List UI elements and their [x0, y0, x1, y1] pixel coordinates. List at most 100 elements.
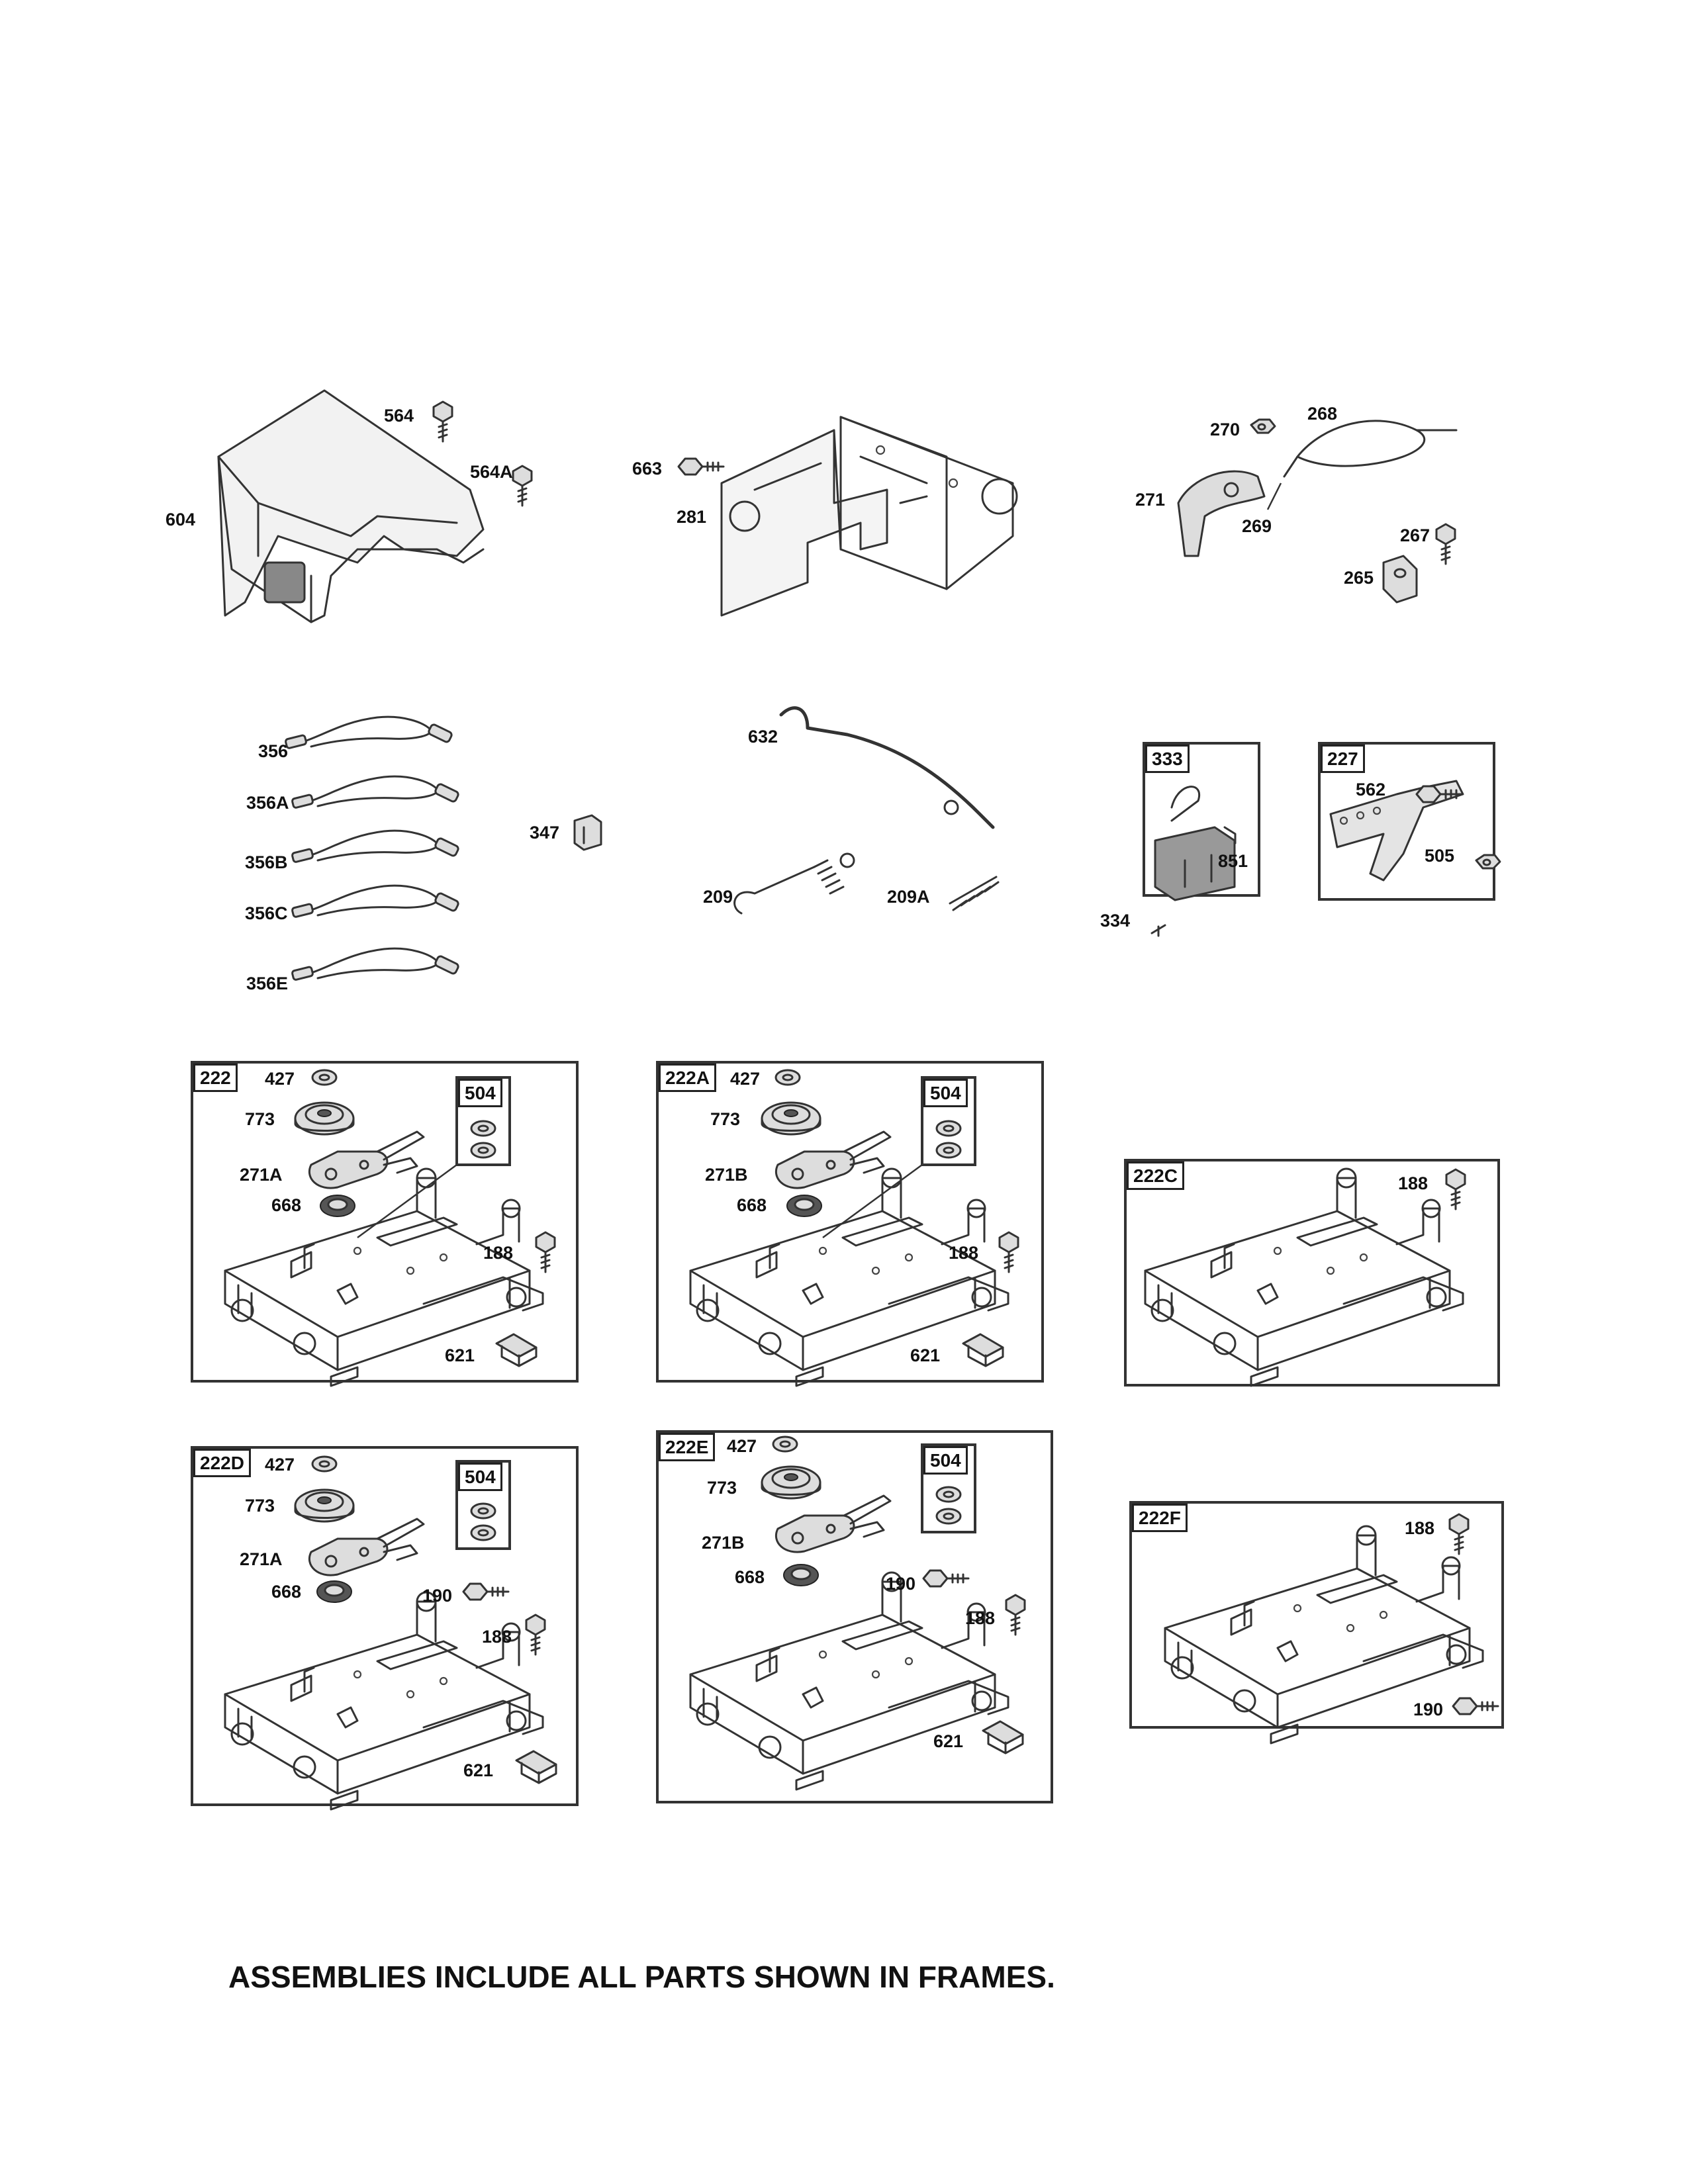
- label-773: 773: [710, 1109, 741, 1129]
- washer-504-a: [935, 1486, 962, 1503]
- blower-housing-604: [217, 389, 485, 623]
- tag-222e: 222E: [659, 1433, 716, 1461]
- link-269: [1266, 482, 1282, 510]
- label-668: 668: [271, 1582, 302, 1602]
- spring-209a: [949, 876, 1000, 911]
- label-268: 268: [1307, 404, 1338, 424]
- label-188: 188: [482, 1627, 512, 1647]
- nut-270: [1250, 418, 1276, 434]
- screw-663: [677, 457, 725, 476]
- label-505: 505: [1425, 846, 1455, 866]
- washer-427: [772, 1435, 798, 1453]
- label-188: 188: [965, 1608, 996, 1628]
- label-271b: 271B: [702, 1533, 745, 1553]
- label-621: 621: [910, 1345, 941, 1365]
- terminal-347: [573, 814, 602, 851]
- tag-504-222: 504: [458, 1079, 502, 1107]
- armature-333: [1154, 786, 1236, 901]
- label-632: 632: [748, 727, 778, 747]
- washer-427: [311, 1455, 338, 1473]
- label-188: 188: [1405, 1518, 1435, 1538]
- label-356b: 356B: [245, 852, 288, 872]
- washer-504-b: [935, 1508, 962, 1525]
- tag-222: 222: [193, 1064, 238, 1092]
- screw-564: [432, 400, 453, 443]
- label-271a: 271A: [240, 1549, 283, 1569]
- seal-668: [782, 1563, 820, 1587]
- label-271b: 271B: [705, 1165, 748, 1185]
- label-851: 851: [1218, 851, 1248, 871]
- tag-504-222d: 504: [458, 1463, 502, 1491]
- label-773: 773: [245, 1109, 275, 1129]
- label-356c: 356C: [245, 903, 288, 923]
- label-427: 427: [730, 1069, 761, 1089]
- label-334: 334: [1100, 911, 1131, 931]
- label-209: 209: [703, 887, 733, 907]
- footer-note: ASSEMBLIES INCLUDE ALL PARTS SHOWN IN FR…: [228, 1960, 1055, 1994]
- washer-504-a: [470, 1120, 496, 1137]
- seal-668: [319, 1194, 356, 1218]
- wire-356a: [291, 775, 461, 809]
- washer-504-a: [935, 1120, 962, 1137]
- frame-222e: [656, 1430, 1053, 1803]
- label-427: 427: [727, 1436, 757, 1456]
- screw-334-mark: [1150, 924, 1166, 937]
- label-427: 427: [265, 1455, 295, 1475]
- label-356a: 356A: [246, 793, 289, 813]
- washer-504-b: [470, 1142, 496, 1159]
- label-621: 621: [445, 1345, 475, 1365]
- label-773: 773: [245, 1496, 275, 1516]
- seal-668: [316, 1580, 353, 1604]
- tag-504-222e: 504: [923, 1446, 968, 1475]
- tag-227: 227: [1321, 745, 1365, 773]
- label-356: 356: [258, 741, 289, 761]
- pulley-773: [294, 1488, 355, 1523]
- wire-356: [284, 715, 454, 750]
- label-356e: 356E: [246, 974, 289, 993]
- label-668: 668: [271, 1195, 302, 1215]
- label-188: 188: [483, 1243, 514, 1263]
- washer-427: [774, 1069, 801, 1086]
- label-564a: 564A: [470, 462, 513, 482]
- bracket-227: [1329, 780, 1464, 882]
- label-270: 270: [1210, 420, 1241, 439]
- label-773: 773: [707, 1478, 737, 1498]
- label-562: 562: [1356, 780, 1386, 799]
- wire-356e: [291, 947, 461, 981]
- label-190: 190: [1413, 1700, 1444, 1719]
- cable-268: [1283, 420, 1458, 478]
- label-190: 190: [886, 1574, 916, 1594]
- screw-267: [1435, 523, 1456, 565]
- tag-222f: 222F: [1132, 1504, 1188, 1532]
- pulley-773: [761, 1101, 821, 1136]
- screw-564a: [512, 465, 533, 507]
- label-604: 604: [165, 510, 196, 529]
- screw-851-mark: [1223, 826, 1237, 844]
- seal-668: [786, 1194, 823, 1218]
- label-267: 267: [1400, 525, 1430, 545]
- label-621: 621: [463, 1760, 494, 1780]
- tag-504-222a: 504: [923, 1079, 968, 1107]
- wire-356c: [291, 884, 461, 919]
- tag-333: 333: [1145, 745, 1190, 773]
- label-347: 347: [530, 823, 560, 842]
- label-427: 427: [265, 1069, 295, 1089]
- label-190: 190: [422, 1586, 453, 1606]
- tag-222d: 222D: [193, 1449, 251, 1477]
- wire-356b: [291, 829, 461, 864]
- label-668: 668: [737, 1195, 767, 1215]
- label-269: 269: [1242, 516, 1272, 536]
- label-188: 188: [1398, 1173, 1429, 1193]
- label-663: 663: [632, 459, 663, 478]
- frame-222f: [1129, 1501, 1504, 1729]
- pulley-773: [761, 1465, 821, 1500]
- label-265: 265: [1344, 568, 1374, 588]
- label-271: 271: [1135, 490, 1166, 510]
- label-621: 621: [933, 1731, 964, 1751]
- washer-427: [311, 1069, 338, 1086]
- tag-222a: 222A: [659, 1064, 716, 1092]
- spring-209: [733, 852, 855, 915]
- frame-222c: [1124, 1159, 1500, 1387]
- label-281: 281: [677, 507, 707, 527]
